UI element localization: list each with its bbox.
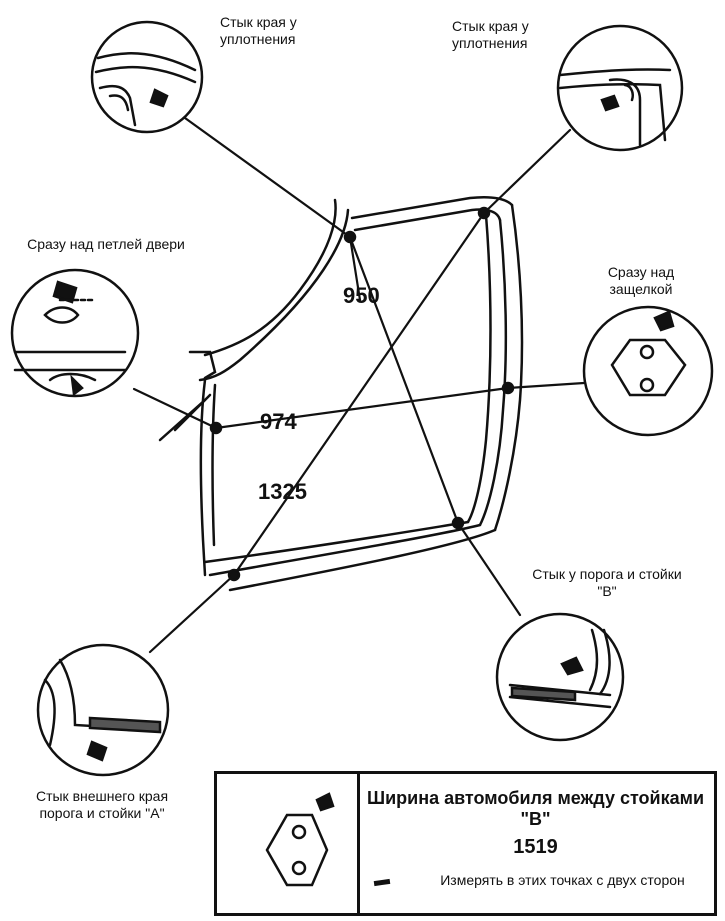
leader-lines	[132, 116, 586, 654]
dimension-1325: 1325	[258, 479, 307, 504]
measure-point-marker-icon	[373, 878, 391, 887]
callout-sill-b: Стык у порога и стойки "B"	[532, 566, 682, 599]
dimension-950: 950	[343, 283, 380, 308]
detail-seal-top-left	[90, 20, 204, 134]
callout-sill-a: Стык внешнего края порога и стойки "A"	[35, 788, 169, 821]
callout-seal-top-left: Стык края у уплотнения	[220, 14, 297, 47]
legend-title: Ширина автомобиля между стойками "B"	[366, 788, 705, 829]
detail-hinge	[10, 268, 140, 398]
detail-sill-b	[495, 612, 625, 742]
measurement-points	[209, 206, 515, 582]
dimension-974: 974	[260, 409, 297, 434]
legend-box: Ширина автомобиля между стойками "B" 151…	[214, 771, 717, 916]
detail-latch	[582, 305, 714, 437]
detail-sill-a	[36, 643, 170, 777]
callout-latch: Сразу над защелкой	[607, 264, 675, 297]
latch-icon	[265, 792, 335, 887]
callout-hinge: Сразу над петлей двери	[27, 236, 185, 252]
callout-seal-top-right: Стык края у уплотнения	[452, 18, 529, 51]
detail-seal-top-right	[556, 24, 684, 152]
legend-value: 1519	[513, 836, 558, 858]
legend-note: Измерять в этих точках с двух сторон	[440, 872, 685, 888]
door-opening-outline	[158, 196, 524, 592]
legend-divider	[357, 774, 360, 913]
measurement-lines	[214, 211, 510, 577]
